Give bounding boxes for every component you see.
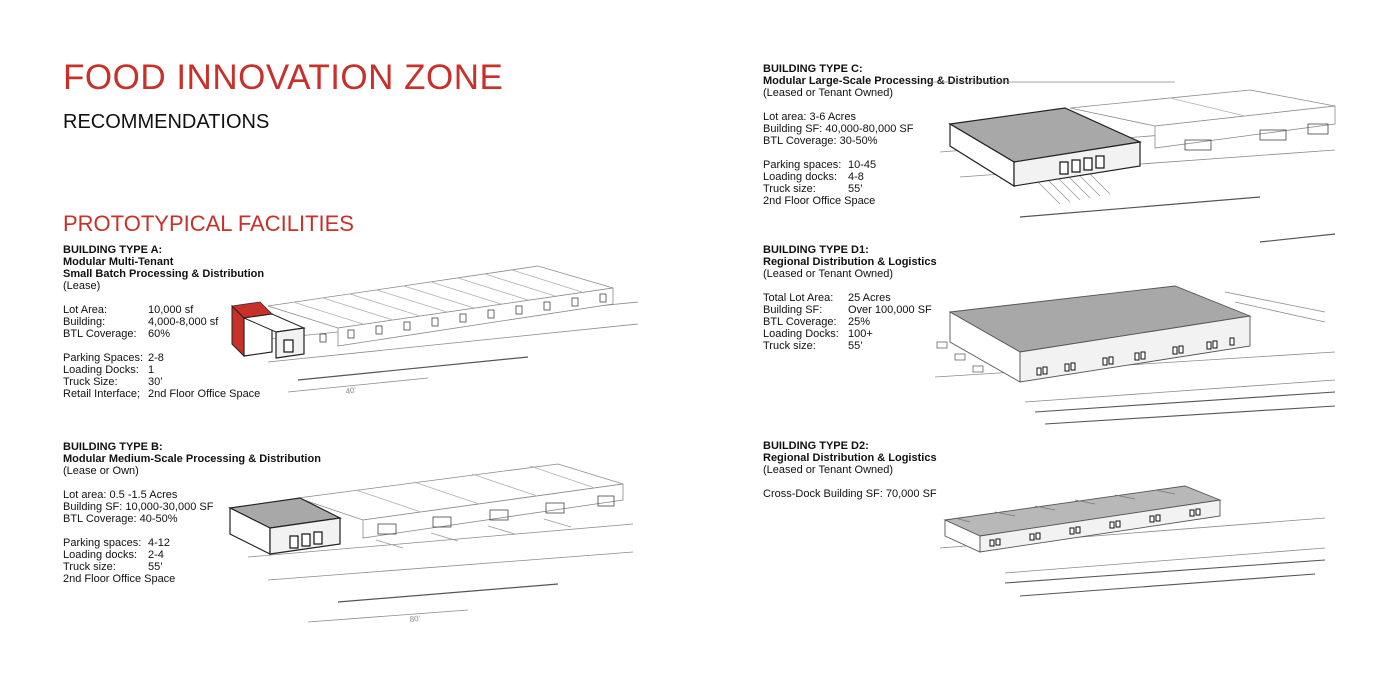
spec-label: Truck Size: bbox=[63, 376, 118, 388]
spec-value: 55’ bbox=[848, 340, 863, 352]
spec-label: Parking spaces: bbox=[763, 159, 842, 171]
type-c-tenure: (Leased or Tenant Owned) bbox=[763, 87, 894, 99]
building-type-b-text: BUILDING TYPE B: Modular Medium-Scale Pr… bbox=[63, 441, 321, 585]
spec-value: 2nd Floor Office Space bbox=[148, 388, 261, 400]
spec-row: Truck size: 55’ bbox=[763, 183, 876, 195]
spec-row: Parking spaces: 4-12 bbox=[63, 537, 170, 549]
spec-label: Retail Interface; bbox=[63, 388, 141, 400]
spec-label: Truck size: bbox=[763, 183, 816, 195]
spec-value: 2-4 bbox=[148, 549, 164, 561]
spec-value: 1 bbox=[148, 364, 155, 376]
type-a-specs-2: Parking Spaces: 2-8 Loading Docks: 1 Truck… bbox=[63, 352, 260, 400]
spec-row: Truck size: 55’ bbox=[763, 340, 932, 352]
type-b-spec2: Building SF: 10,000-30,000 SF bbox=[63, 501, 214, 513]
spec-row: Parking Spaces: 2-8 bbox=[63, 352, 260, 364]
spec-value: 2-8 bbox=[148, 352, 164, 364]
type-b-spec3: BTL Coverage: 40-50% bbox=[63, 513, 178, 525]
type-d1-heading: BUILDING TYPE D1: bbox=[763, 244, 869, 256]
building-type-d1-drawing bbox=[934, 285, 1336, 425]
type-c-spec1: Lot area: 3-6 Acres bbox=[763, 111, 856, 123]
spec-value: 4-12 bbox=[148, 537, 171, 549]
spec-value: 25% bbox=[848, 316, 871, 328]
spec-label: Loading Docks: bbox=[763, 328, 839, 340]
spec-row: Loading Docks: 100+ bbox=[763, 328, 932, 340]
section-title: PROTOTYPICAL FACILITIES bbox=[63, 211, 354, 236]
spec-row: Lot Area: 10,000 sf bbox=[63, 304, 218, 316]
type-d1-specs: Total Lot Area: 25 Acres Building SF: Over… bbox=[763, 292, 932, 352]
spec-row: Truck Size: 30’ bbox=[63, 376, 260, 388]
type-b-specs: Parking spaces: 4-12 Loading docks: 2-4 Tr… bbox=[63, 537, 170, 573]
spec-label: BTL Coverage: bbox=[763, 316, 837, 328]
type-d2-line1: Regional Distribution & Logistics bbox=[763, 452, 937, 464]
type-a-specs: Lot Area: 10,000 sf Building: 4,000-8,000 … bbox=[63, 304, 218, 340]
spec-value: 30’ bbox=[148, 376, 163, 388]
spec-row: Building SF: Over 100,000 SF bbox=[763, 304, 932, 316]
spec-label: Parking spaces: bbox=[63, 537, 142, 549]
spec-row: Loading Docks: 1 bbox=[63, 364, 260, 376]
spec-row: Loading docks: 2-4 bbox=[63, 549, 170, 561]
type-d2-tenure: (Leased or Tenant Owned) bbox=[763, 464, 894, 476]
type-d2-spec1: Cross-Dock Building SF: 70,000 SF bbox=[763, 488, 937, 500]
spec-value: 4-8 bbox=[848, 171, 864, 183]
type-c-note: 2nd Floor Office Space bbox=[763, 195, 876, 207]
spec-value: 100+ bbox=[848, 328, 873, 340]
spec-row: Truck size: 55’ bbox=[63, 561, 170, 573]
spec-row: BTL Coverage: 60% bbox=[63, 328, 218, 340]
building-type-d1-text: BUILDING TYPE D1: Regional Distribution … bbox=[763, 244, 937, 352]
type-c-heading: BUILDING TYPE C: bbox=[763, 63, 863, 75]
type-b-line1: Modular Medium-Scale Processing & Distri… bbox=[63, 453, 321, 465]
type-d1-line1: Regional Distribution & Logistics bbox=[763, 256, 937, 268]
type-c-spec3: BTL Coverage: 30-50% bbox=[763, 135, 878, 147]
spec-value: 4,000-8,000 sf bbox=[148, 316, 219, 328]
type-b-note: 2nd Floor Office Space bbox=[63, 573, 176, 585]
spec-value: 10,000 sf bbox=[148, 304, 194, 316]
type-a-tenure: (Lease) bbox=[63, 280, 101, 292]
type-d1-tenure: (Leased or Tenant Owned) bbox=[763, 268, 894, 280]
spec-value: Over 100,000 SF bbox=[848, 304, 932, 316]
page-title: FOOD INNOVATION ZONE bbox=[63, 58, 504, 97]
spec-row: Total Lot Area: 25 Acres bbox=[763, 292, 932, 304]
type-b-spec1: Lot area: 0.5 -1.5 Acres bbox=[63, 489, 178, 501]
spec-label: Loading docks: bbox=[63, 549, 137, 561]
spec-value: 10-45 bbox=[848, 159, 877, 171]
type-b-tenure: (Lease or Own) bbox=[63, 465, 139, 477]
building-type-a-drawing: 40’ bbox=[231, 265, 639, 396]
spec-label: Truck size: bbox=[763, 340, 816, 352]
type-a-line2: Small Batch Processing & Distribution bbox=[63, 268, 265, 280]
building-type-d2-drawing bbox=[939, 485, 1326, 597]
spec-label: Loading Docks: bbox=[63, 364, 139, 376]
spec-value: 25 Acres bbox=[848, 292, 891, 304]
spec-row: Parking spaces: 10-45 bbox=[763, 159, 876, 171]
type-c-spec2: Building SF: 40,000-80,000 SF bbox=[763, 123, 914, 135]
spec-label: Total Lot Area: bbox=[763, 292, 834, 304]
spec-label: Parking Spaces: bbox=[63, 352, 144, 364]
building-type-c-drawing bbox=[930, 81, 1336, 243]
building-type-c-text: BUILDING TYPE C: Modular Large-Scale Pro… bbox=[763, 63, 1009, 207]
type-a-line1: Modular Multi-Tenant bbox=[63, 256, 174, 268]
spec-value: 55’ bbox=[848, 183, 863, 195]
spec-row: BTL Coverage: 25% bbox=[763, 316, 932, 328]
spec-label: Truck size: bbox=[63, 561, 116, 573]
spec-row: Retail Interface; 2nd Floor Office Space bbox=[63, 388, 260, 400]
type-d2-heading: BUILDING TYPE D2: bbox=[763, 440, 869, 452]
spec-value: 60% bbox=[148, 328, 171, 340]
building-type-b-drawing: 80’ bbox=[228, 463, 634, 624]
building-type-a-text: BUILDING TYPE A: Modular Multi-Tenant Sm… bbox=[63, 244, 264, 400]
type-a-dimension-label: 40’ bbox=[345, 386, 357, 396]
spec-label: Building: bbox=[63, 316, 106, 328]
page-subtitle: RECOMMENDATIONS bbox=[63, 111, 270, 133]
spec-label: Loading docks: bbox=[763, 171, 837, 183]
type-c-line1: Modular Large-Scale Processing & Distrib… bbox=[763, 75, 1010, 87]
spec-label: Building SF: bbox=[763, 304, 823, 316]
spec-row: Loading docks: 4-8 bbox=[763, 171, 876, 183]
spec-value: 55’ bbox=[148, 561, 163, 573]
type-b-dimension-label: 80’ bbox=[409, 614, 421, 624]
type-c-specs: Parking spaces: 10-45 Loading docks: 4-8 T… bbox=[763, 159, 876, 195]
type-b-heading: BUILDING TYPE B: bbox=[63, 441, 163, 453]
building-type-d2-text: BUILDING TYPE D2: Regional Distribution … bbox=[763, 440, 937, 500]
type-a-heading: BUILDING TYPE A: bbox=[63, 244, 163, 256]
spec-row: Building: 4,000-8,000 sf bbox=[63, 316, 218, 328]
spec-label: Lot Area: bbox=[63, 304, 108, 316]
spec-label: BTL Coverage: bbox=[63, 328, 137, 340]
